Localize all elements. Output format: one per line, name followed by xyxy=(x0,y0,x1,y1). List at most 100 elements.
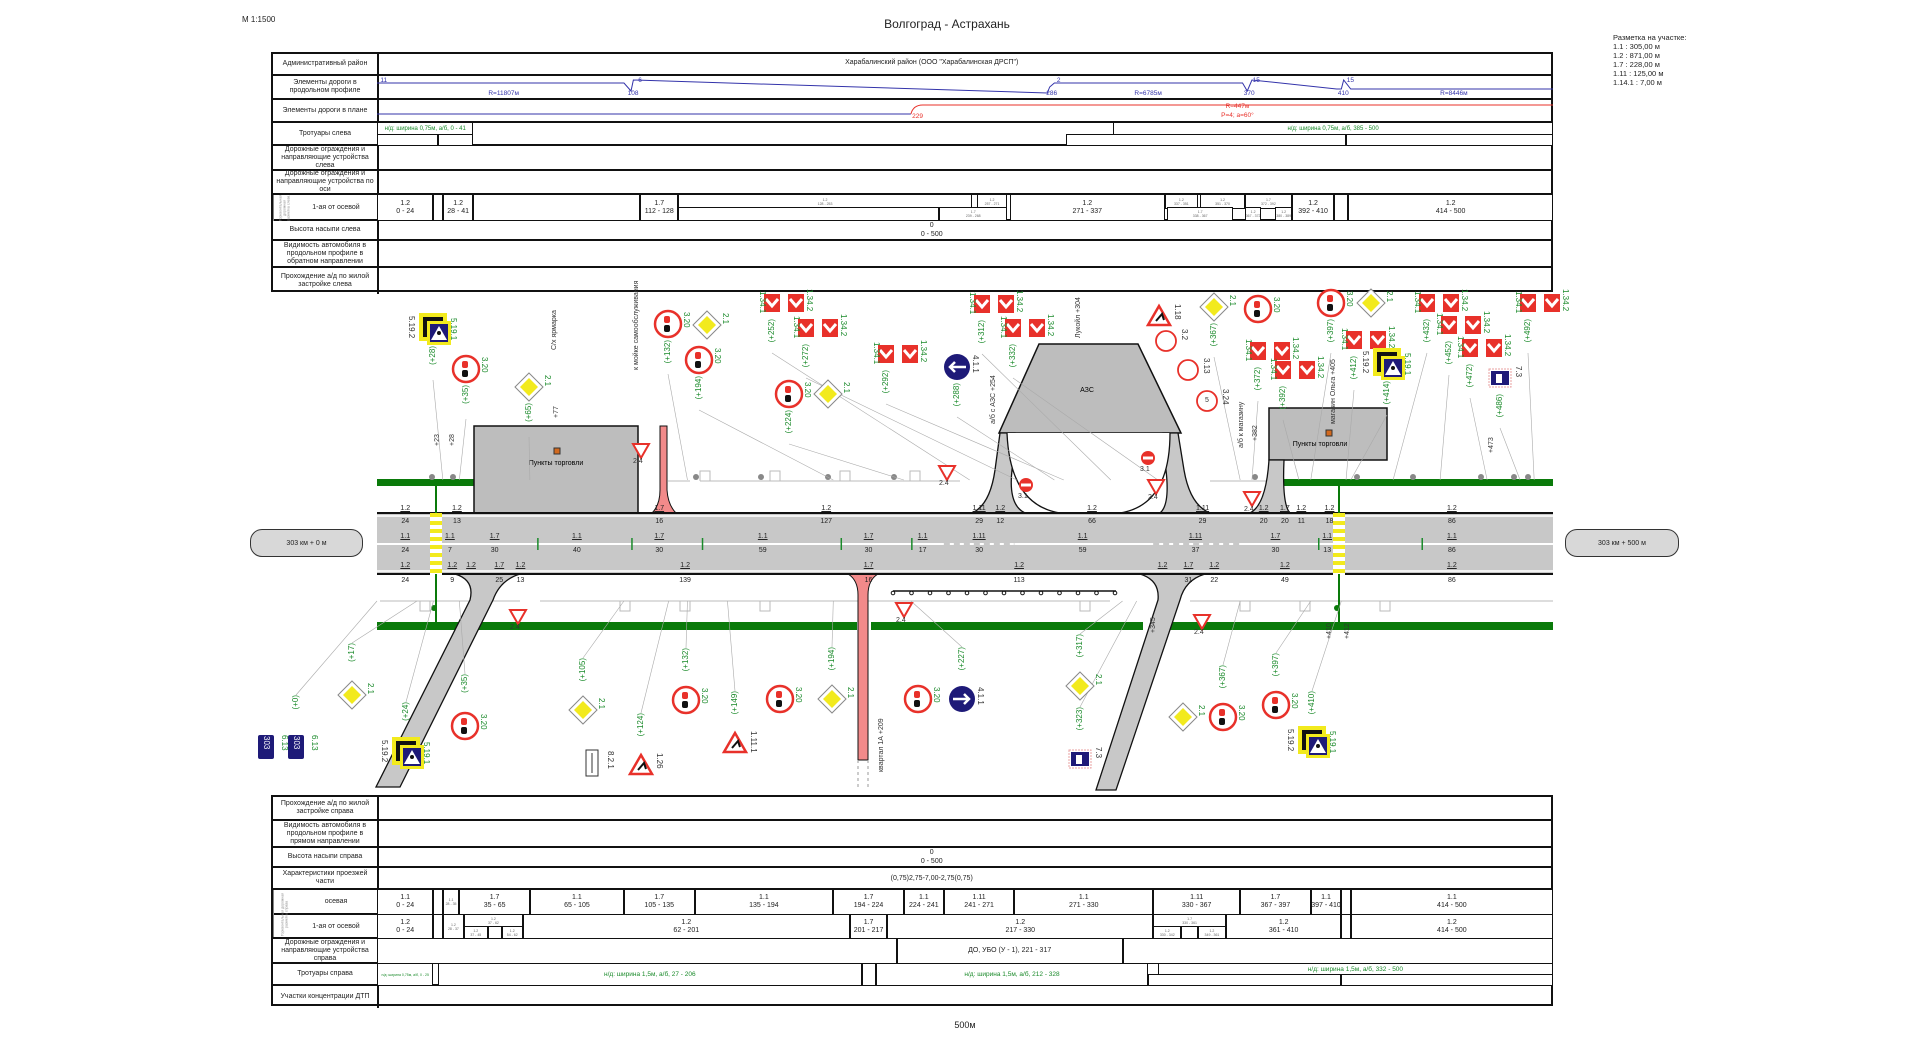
marking-code: 1.7 xyxy=(863,894,874,901)
profile-label: 286 xyxy=(1046,90,1058,97)
marking-code: 1.7 xyxy=(1265,197,1271,202)
sidewalk-cell xyxy=(1066,133,1346,146)
marking-range: 367 - 372 xyxy=(1245,214,1261,218)
shop-icon xyxy=(1325,429,1333,437)
sidewalk-bottom xyxy=(1153,622,1553,630)
legend-title: Разметка на участке: xyxy=(1613,33,1687,42)
plan-km: 229 xyxy=(912,113,924,120)
marking-code: 1.2 xyxy=(1164,928,1170,933)
cell-text: н/д: ширина 1,5м, а/б, 27 - 206 xyxy=(604,970,696,978)
marking-cell xyxy=(377,938,897,964)
light-pole-icon xyxy=(758,474,764,480)
marking-range: 54 - 62 xyxy=(506,932,518,937)
marking-range: 0 - 24 xyxy=(396,926,415,934)
marking-range: 201 - 217 xyxy=(853,926,884,934)
marking-cell xyxy=(1334,194,1349,221)
marking-range: 380 - 389 xyxy=(1276,214,1292,218)
row-label: 1-ая от осевой xyxy=(295,195,379,219)
light-pole-icon xyxy=(450,474,456,480)
embankment-range: 0 - 500 xyxy=(920,858,943,865)
sidewalk-bottom xyxy=(871,622,1143,630)
marking-range: 224 - 241 xyxy=(909,902,939,909)
carriageway-characteristics: (0,75)2,75-7,00-2,75(0,75) xyxy=(890,875,973,882)
marking-range: 361 - 410 xyxy=(1268,926,1299,934)
marking-legend: Разметка на участке: 1.1 : 305,00 м 1.2 … xyxy=(1613,33,1687,87)
group-label: Горизонтальная дорожная разметка слева xyxy=(273,195,295,221)
cell-text: н/д: ширина 1,5м, а/б, 332 - 500 xyxy=(1307,965,1404,973)
gas-station-building xyxy=(997,343,1183,434)
side-road-left xyxy=(374,573,521,788)
sidewalks xyxy=(377,479,1553,630)
marking-cell: ДО, УБО (У - 1), 221 - 317 xyxy=(896,938,1123,964)
cell-text: н/д: ширина 0,75м, а/б, 0 - 25 xyxy=(381,972,429,977)
sidewalk-cell xyxy=(377,133,439,146)
marking-code: 1.7 xyxy=(970,210,976,214)
marking-code: 1.2 xyxy=(1209,928,1215,933)
row-label: Дорожные ограждения и направляющие устро… xyxy=(273,170,379,193)
profile-label: R=11807м xyxy=(488,90,519,97)
sidewalk-top-left xyxy=(377,479,474,486)
profile-label: 6 xyxy=(638,77,642,84)
marking-code: 1.2 xyxy=(1445,199,1456,207)
scale-label: М 1:1500 xyxy=(242,15,276,24)
marking-range: 337 - 351 xyxy=(1173,201,1189,206)
marking-range: 351 - 370 xyxy=(1215,201,1230,206)
marking-range: 28 - 41 xyxy=(447,207,470,215)
sidewalk-cell xyxy=(1346,133,1553,146)
table-row: Дорожные ограждения и направляющие устро… xyxy=(273,146,1551,171)
light-pole-icon xyxy=(1410,474,1416,480)
profile-label: 2 xyxy=(1056,77,1061,84)
table-row: Дорожные ограждения и направляющие устро… xyxy=(273,938,1553,964)
marking-code: 1.2 xyxy=(1178,197,1184,202)
marking-code: 1.7 xyxy=(654,199,665,207)
row-label: Высота насыпи слева xyxy=(273,221,379,239)
marking-cell xyxy=(1122,938,1553,964)
row-label: Административный район xyxy=(273,54,379,74)
building-label: АЗС xyxy=(1080,387,1094,394)
trade-building-left xyxy=(473,425,639,514)
building-label: Пункты торговли xyxy=(529,460,584,467)
marking-code: 1.7 xyxy=(1197,210,1203,214)
marking-range: 397 - 410 xyxy=(1311,902,1341,909)
sidewalk-bottom xyxy=(377,622,857,630)
marking-range: 135 - 194 xyxy=(749,902,779,909)
marking-cell xyxy=(1341,889,1351,915)
marking-code: 1.2 xyxy=(453,199,463,207)
marking-code: 1.2 xyxy=(1278,918,1289,926)
profile-label: R=8446м xyxy=(1440,90,1468,97)
marking-cell xyxy=(678,207,940,221)
marking-code: 1.2 xyxy=(1308,199,1318,207)
marking-code: 1.2 xyxy=(509,928,515,933)
profile-label: 11 xyxy=(380,77,388,84)
marking-cell xyxy=(1341,914,1351,939)
row-label: Характеристики проезжей части xyxy=(273,868,379,888)
marking-range: 414 - 500 xyxy=(1437,902,1467,909)
embankment-value: 0 xyxy=(929,222,934,229)
table-row: Дорожные ограждения и направляющие устро… xyxy=(273,170,1551,195)
table-row: Участки концентрации ДТП xyxy=(273,986,1551,1008)
plan-params: Р=4; а=60° xyxy=(1221,112,1254,119)
sidewalk-cell xyxy=(861,963,876,986)
marking-range: 330 - 367 xyxy=(1181,902,1212,909)
marking-range: 37 - 45 xyxy=(470,932,482,937)
marking-code: 1.1 xyxy=(448,898,454,902)
km-marker-start: 303 км + 0 м xyxy=(250,529,363,557)
legend-item: 1.14.1 : 7,00 м xyxy=(1613,78,1662,87)
